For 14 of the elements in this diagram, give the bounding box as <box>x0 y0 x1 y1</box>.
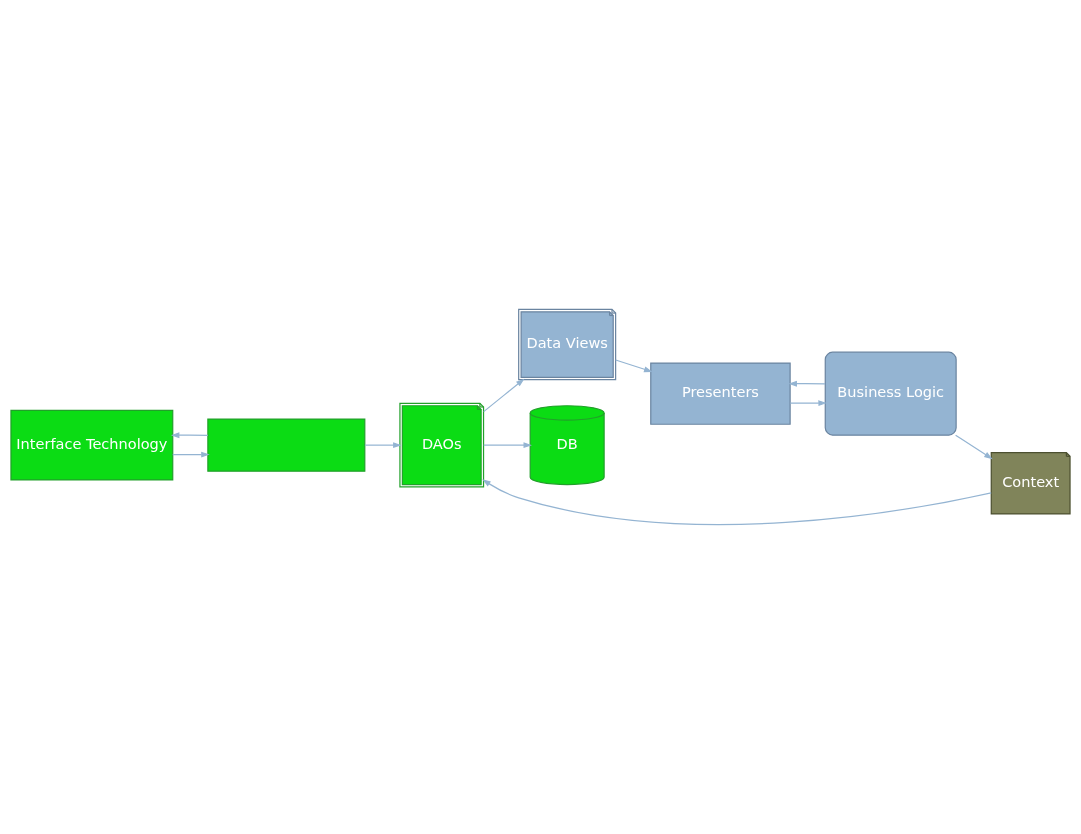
arrow <box>615 359 653 373</box>
node-box: Interface Technology <box>10 409 174 481</box>
arrow <box>789 400 827 407</box>
node-box: Business Logic <box>824 351 957 436</box>
arrow <box>482 479 992 525</box>
node-box: Presenters <box>650 362 791 425</box>
arrow <box>170 432 209 439</box>
arrow <box>364 442 402 449</box>
arrow <box>172 451 210 458</box>
node-box <box>207 418 366 472</box>
arrow <box>955 434 993 460</box>
arrow <box>483 378 525 413</box>
arrow <box>788 380 826 387</box>
arrow <box>483 442 532 449</box>
